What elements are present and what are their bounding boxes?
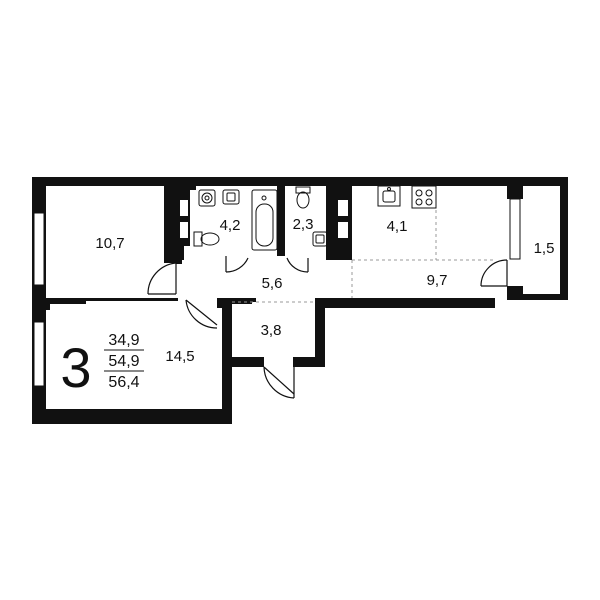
room-area-living: 9,7 (427, 272, 448, 289)
room-area-hall: 3,8 (261, 322, 282, 339)
toilet-room-sink-icon (312, 231, 328, 247)
toilet-icon (193, 231, 220, 247)
toilet-room-toilet-icon (295, 186, 311, 209)
kitchen-sink-icon (377, 185, 401, 207)
fixtures (193, 185, 437, 251)
room-area-corridor: 5,6 (262, 275, 283, 292)
room-area-bathroom: 4,2 (220, 217, 241, 234)
room-area-bottom-left: 14,5 (165, 348, 194, 365)
apartment-summary: 3 34,9 54,9 56,4 (60, 332, 144, 399)
total-area: 54,9 (108, 353, 139, 370)
total-area-with-balcony: 56,4 (108, 374, 139, 391)
rooms-count: 3 (60, 336, 91, 399)
washbasin-icon (198, 189, 216, 207)
area-labels: 10,7 4,2 2,3 4,1 5,6 9,7 1,5 3,8 14,5 (95, 216, 554, 365)
room-area-toilet: 2,3 (293, 216, 314, 233)
sink-icon (222, 189, 240, 205)
doors (147, 256, 508, 399)
room-area-balcony: 1,5 (534, 240, 555, 257)
room-area-kitchen: 4,1 (387, 218, 408, 235)
bathtub-icon (251, 189, 278, 251)
room-area-top-left: 10,7 (95, 235, 124, 252)
stove-icon (411, 185, 437, 209)
windows (33, 198, 521, 387)
partition-gaps (180, 200, 348, 238)
living-area: 34,9 (108, 332, 139, 349)
